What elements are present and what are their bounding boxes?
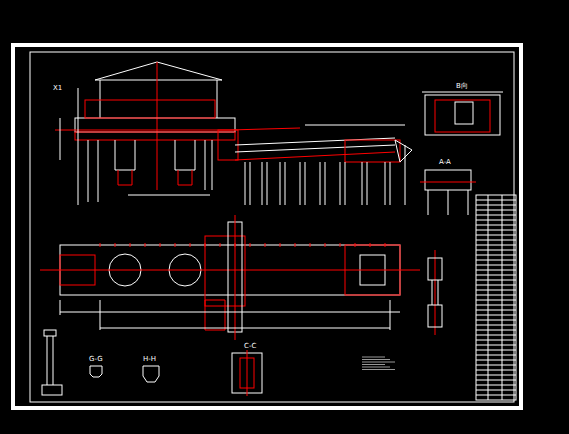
- drawing-stroke: [476, 380, 516, 381]
- section-label: X1: [52, 84, 63, 92]
- drawing-stroke: [325, 162, 326, 205]
- drawing-stroke: [476, 225, 516, 226]
- drawing-stroke: [362, 357, 385, 358]
- drawing-stroke: [362, 359, 390, 360]
- drawing-stroke: [476, 390, 516, 391]
- drawing-stroke: [262, 162, 263, 205]
- drawing-stroke: [245, 162, 246, 205]
- drawing-stroke: [476, 360, 516, 361]
- drawing-stroke: [367, 162, 368, 205]
- drawing-stroke: [235, 243, 236, 247]
- drawing-stroke: [476, 215, 516, 216]
- drawing-stroke: [476, 270, 516, 271]
- drawing-stroke: [190, 243, 191, 247]
- drawing-stroke: [476, 290, 516, 291]
- drawing-stroke: [160, 243, 161, 247]
- section-label: C-C: [243, 342, 257, 350]
- drawing-stroke: [250, 243, 251, 247]
- drawing-stroke: [340, 162, 341, 205]
- drawing-stroke: [310, 243, 311, 247]
- drawing-stroke: [476, 395, 516, 396]
- drawing-stroke: [476, 255, 516, 256]
- drawing-stroke: [362, 369, 395, 370]
- drawing-stroke: [320, 162, 321, 205]
- drawing-stroke: [476, 220, 516, 221]
- drawing-stroke: [340, 243, 341, 247]
- drawing-stroke: [476, 265, 516, 266]
- drawing-stroke: [476, 335, 516, 336]
- drawing-stroke: [476, 325, 516, 326]
- drawing-stroke: [390, 162, 391, 205]
- drawing-stroke: [476, 300, 516, 301]
- drawing-stroke: [476, 375, 516, 376]
- drawing-stroke: [362, 162, 363, 205]
- drawing-stroke: [476, 210, 516, 211]
- drawing-stroke: [476, 240, 516, 241]
- drawing-stroke: [362, 364, 385, 365]
- drawing-stroke: [280, 243, 281, 247]
- drawing-stroke: [205, 243, 206, 247]
- drawing-stroke: [385, 243, 386, 247]
- drawing-stroke: [250, 162, 251, 205]
- drawing-stroke: [476, 345, 516, 346]
- section-label: A-A: [438, 158, 452, 166]
- drawing-stroke: [476, 330, 516, 331]
- drawing-stroke: [362, 367, 390, 368]
- drawing-stroke: [370, 243, 371, 247]
- drawing-stroke: [285, 162, 286, 205]
- drawing-stroke: [476, 280, 516, 281]
- drawing-stroke: [476, 230, 516, 231]
- drawing-stroke: [476, 235, 516, 236]
- drawing-stroke: [345, 162, 346, 205]
- drawing-stroke: [385, 162, 386, 205]
- drawing-stroke: [476, 365, 516, 366]
- drawing-stroke: [220, 243, 221, 247]
- drawing-stroke: [145, 243, 146, 247]
- drawing-stroke: [476, 355, 516, 356]
- drawing-stroke: [300, 162, 301, 205]
- drawing-stroke: [295, 243, 296, 247]
- drawing-stroke: [476, 350, 516, 351]
- drawing-stroke: [280, 162, 281, 205]
- drawing-stroke: [476, 260, 516, 261]
- drawing-stroke: [362, 362, 395, 363]
- section-label: H-H: [142, 355, 157, 363]
- drawing-stroke: [476, 205, 516, 206]
- drawing-stroke: [476, 340, 516, 341]
- drawing-stroke: [115, 243, 116, 247]
- drawing-stroke: [476, 200, 516, 201]
- drawing-stroke: [130, 243, 131, 247]
- drawing-stroke: [265, 243, 266, 247]
- drawing-stroke: [476, 320, 516, 321]
- drawing-stroke: [325, 243, 326, 247]
- drawing-stroke: [267, 162, 268, 205]
- section-label: G-G: [88, 355, 104, 363]
- drawing-stroke: [476, 275, 516, 276]
- drawing-stroke: [476, 295, 516, 296]
- drawing-stroke: [476, 285, 516, 286]
- drawing-stroke: [476, 245, 516, 246]
- drawing-stroke: [476, 250, 516, 251]
- drawing-stroke: [476, 315, 516, 316]
- drawing-stroke: [100, 243, 101, 247]
- drawing-stroke: [305, 162, 306, 205]
- drawing-stroke: [476, 385, 516, 386]
- drawing-stroke: [175, 243, 176, 247]
- drawing-stroke: [476, 370, 516, 371]
- section-label: B向: [455, 82, 469, 90]
- drawing-stroke: [476, 310, 516, 311]
- drawing-stroke: [476, 305, 516, 306]
- drawing-stroke: [355, 243, 356, 247]
